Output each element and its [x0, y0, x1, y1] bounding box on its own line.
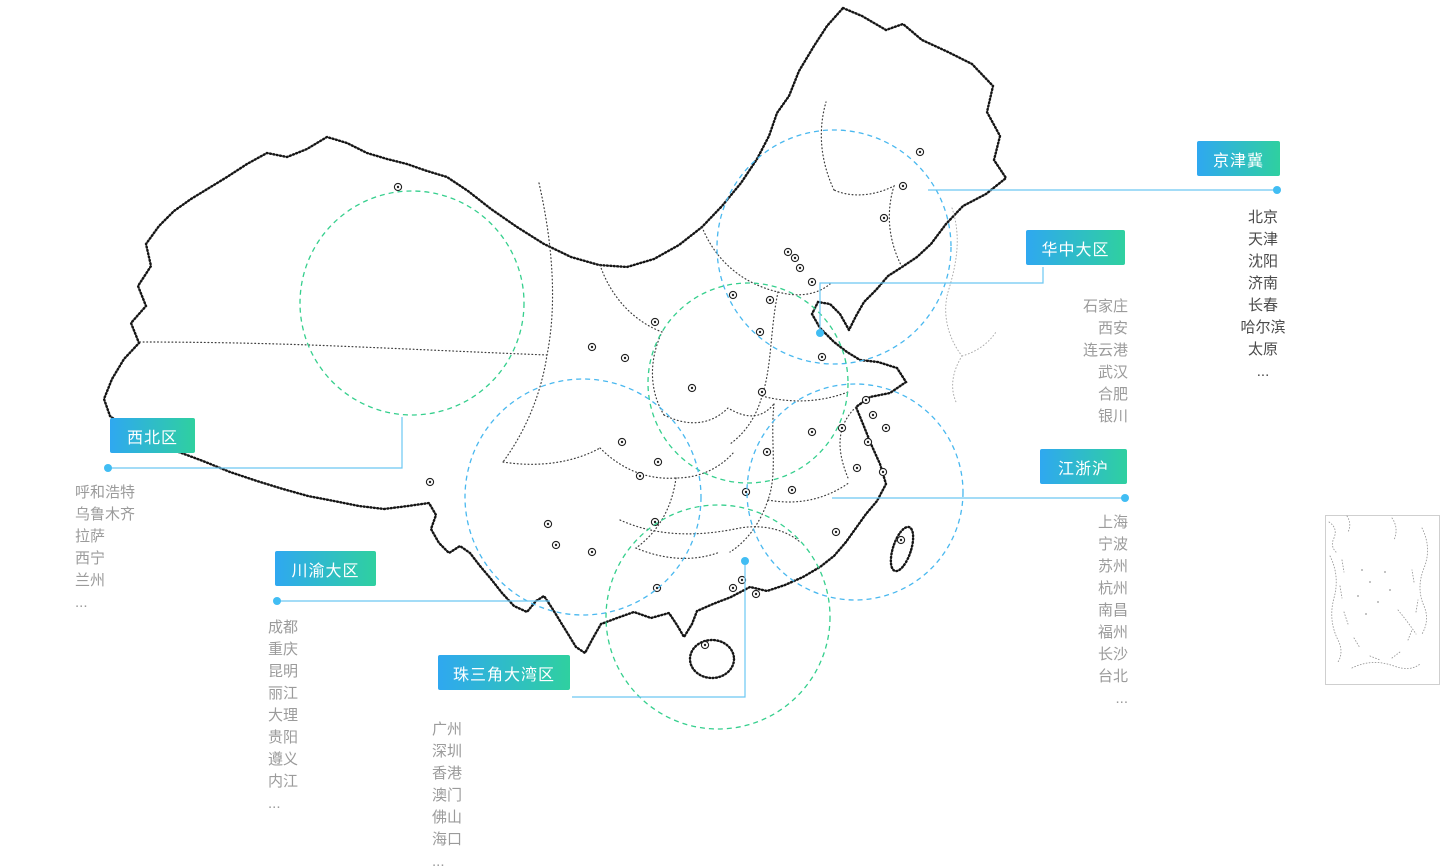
region-badge-label: 西北区 — [126, 429, 178, 447]
leader-dot-zhusanjiao — [741, 557, 749, 565]
city-list-zhusanjiao: 广州深圳香港澳门佛山海口... — [432, 719, 572, 868]
city-list-chuanyu: 成都重庆昆明丽江大理贵阳遵义内江... — [268, 617, 388, 815]
city-item: 遵义 — [268, 751, 299, 768]
city-item: 重庆 — [268, 641, 299, 658]
leader-lines — [108, 189, 1277, 698]
leader-dot-jiangzhehu — [1121, 494, 1129, 502]
region-circle-jiangzhehu — [746, 383, 964, 601]
city-item: 佛山 — [432, 809, 463, 826]
city-item: 济南 — [1247, 275, 1278, 292]
city-item: 内江 — [268, 773, 299, 790]
city-item: ... — [268, 795, 281, 812]
city-item: 大理 — [268, 707, 299, 724]
city-item: ... — [1115, 690, 1128, 707]
city-item: 澳门 — [432, 787, 463, 804]
city-item: 武汉 — [1097, 364, 1128, 381]
city-item: 沈阳 — [1247, 253, 1278, 270]
leader-line-zhusanjiao — [572, 561, 746, 698]
region-badge-label: 珠三角大湾区 — [452, 666, 555, 684]
city-item: 银川 — [1097, 408, 1128, 425]
city-item: 合肥 — [1097, 386, 1128, 403]
china-map-outline — [102, 6, 1008, 680]
region-circle-chuanyu — [464, 378, 702, 616]
city-item: 宁波 — [1097, 536, 1128, 553]
city-item: 兰州 — [75, 572, 106, 589]
city-list-xibei: 呼和浩特乌鲁木齐拉萨西宁兰州... — [75, 482, 215, 614]
city-item: 哈尔滨 — [1240, 319, 1286, 336]
region-badge-huazhong[interactable]: 华中大区 — [1026, 230, 1125, 265]
leader-line-huazhong — [819, 267, 1044, 333]
city-item: 连云港 — [1082, 342, 1128, 359]
city-item: 长沙 — [1097, 646, 1128, 663]
city-item: 西安 — [1097, 320, 1128, 337]
city-list-jingjinji: 北京天津沈阳济南长春哈尔滨太原... — [1203, 207, 1323, 383]
city-item: ... — [1256, 363, 1270, 380]
city-item: 天津 — [1247, 231, 1278, 248]
city-item: 海口 — [432, 831, 463, 848]
city-item: 太原 — [1247, 341, 1278, 358]
region-circle-zhusanjiao — [605, 504, 831, 730]
leader-dot-chuanyu — [273, 597, 281, 605]
region-badge-zhusanjiao[interactable]: 珠三角大湾区 — [438, 655, 570, 690]
city-item: 台北 — [1097, 668, 1128, 685]
city-item: 贵阳 — [268, 729, 299, 746]
region-badge-label: 江浙沪 — [1057, 460, 1109, 478]
city-item: 北京 — [1247, 209, 1278, 226]
region-badge-chuanyu[interactable]: 川渝大区 — [275, 551, 376, 586]
region-circle-jingjinji — [716, 129, 952, 365]
region-circles — [299, 129, 964, 730]
city-item: 杭州 — [1097, 580, 1128, 597]
city-item: 南昌 — [1097, 602, 1128, 619]
city-markers — [393, 147, 925, 650]
city-item: 香港 — [432, 765, 463, 782]
city-item: ... — [432, 853, 445, 868]
city-list-jiangzhehu: 上海宁波苏州杭州南昌福州长沙台北... — [1028, 512, 1128, 710]
leader-dot-jingjinji — [1273, 186, 1281, 194]
region-badge-label: 川渝大区 — [291, 562, 360, 580]
city-item: 西宁 — [75, 550, 106, 567]
taiwan-island — [889, 525, 915, 573]
city-item: 成都 — [268, 619, 299, 636]
region-badge-label: 华中大区 — [1041, 241, 1110, 259]
city-item: 深圳 — [432, 743, 463, 760]
leader-dot-xibei — [104, 464, 112, 472]
city-item: 上海 — [1097, 514, 1128, 531]
region-circle-xibei — [299, 190, 525, 416]
foreign-coastline — [945, 207, 997, 403]
city-list-huazhong: 石家庄西安连云港武汉合肥银川 — [1028, 296, 1128, 428]
city-item: 呼和浩特 — [75, 484, 136, 501]
city-item: ... — [75, 594, 88, 611]
city-item: 福州 — [1097, 624, 1128, 641]
city-item: 乌鲁木齐 — [75, 506, 136, 523]
region-badge-label: 京津冀 — [1212, 152, 1264, 170]
south-china-sea-inset-map — [1325, 515, 1440, 685]
city-item: 丽江 — [268, 685, 299, 702]
city-item: 长春 — [1247, 297, 1278, 314]
city-item: 苏州 — [1097, 558, 1128, 575]
city-item: 昆明 — [268, 663, 299, 680]
city-item: 广州 — [432, 721, 463, 738]
leader-line-xibei — [108, 417, 403, 469]
city-item: 拉萨 — [75, 528, 106, 545]
region-badge-jingjinji[interactable]: 京津冀 — [1197, 141, 1280, 176]
region-badge-xibei[interactable]: 西北区 — [110, 418, 195, 453]
leader-dot-huazhong — [816, 329, 824, 337]
hainan-island — [688, 638, 736, 680]
region-badge-jiangzhehu[interactable]: 江浙沪 — [1040, 449, 1127, 484]
city-item: 石家庄 — [1082, 298, 1128, 315]
region-circle-huazhong — [647, 282, 849, 484]
province-borders — [139, 101, 903, 559]
leader-dots — [104, 186, 1281, 605]
